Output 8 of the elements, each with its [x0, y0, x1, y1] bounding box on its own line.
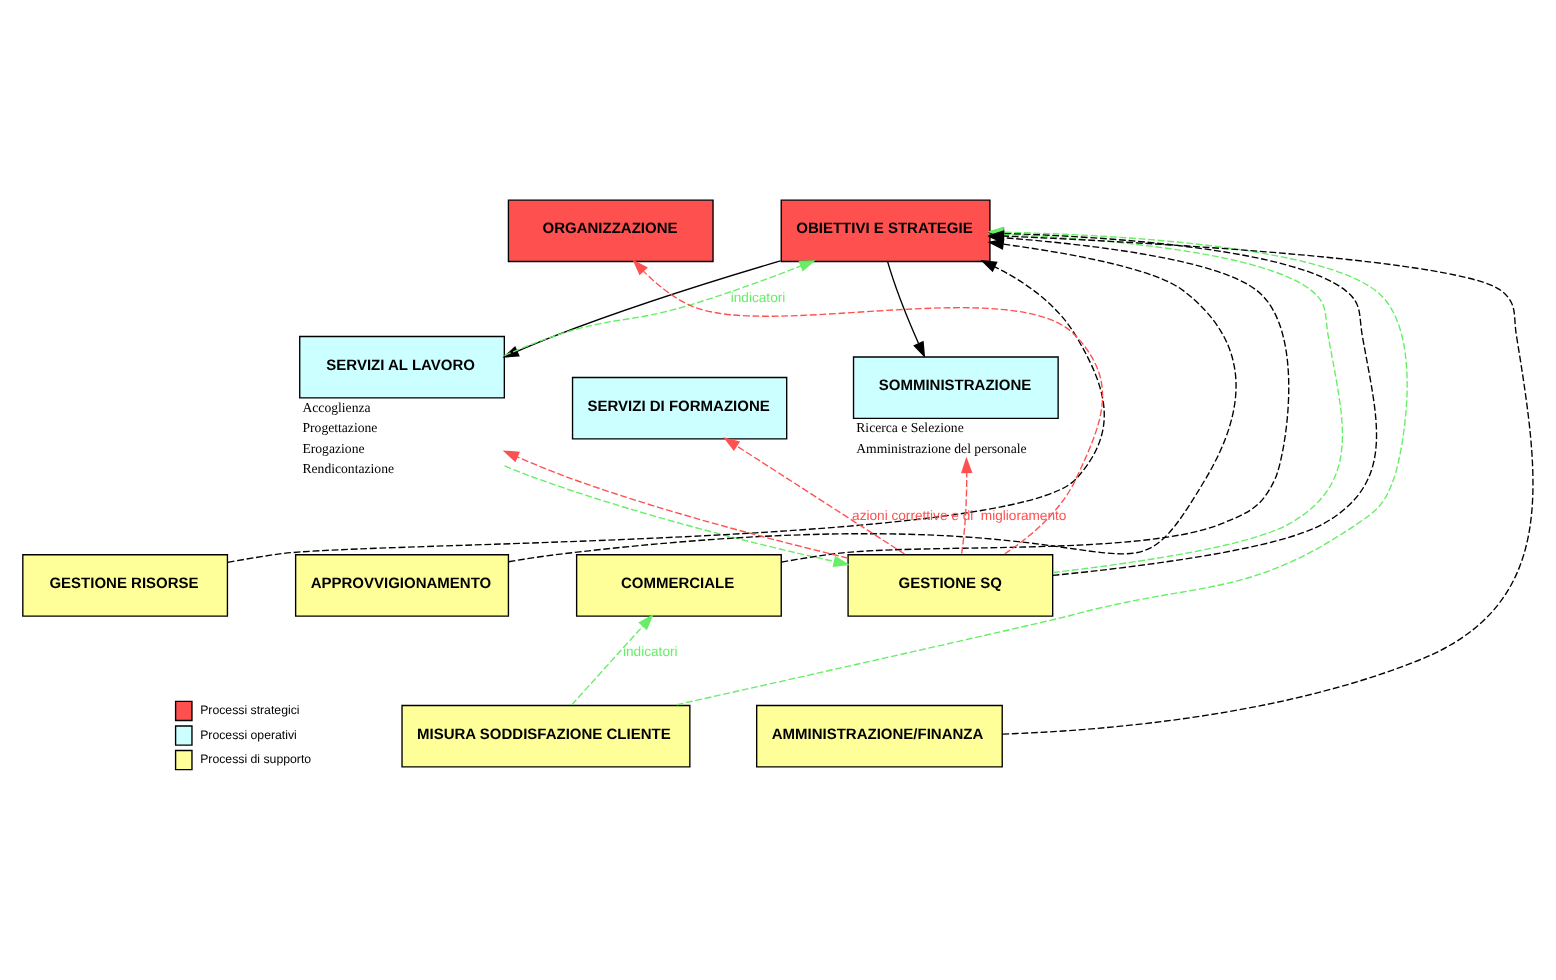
- arrow: [571, 614, 654, 706]
- arrow: [226, 259, 1105, 564]
- arrow: [960, 456, 973, 555]
- arrow: [632, 259, 1104, 555]
- arrow: [886, 260, 926, 358]
- arrow: [503, 465, 850, 567]
- arrow: [502, 450, 849, 559]
- arrow: [723, 437, 906, 555]
